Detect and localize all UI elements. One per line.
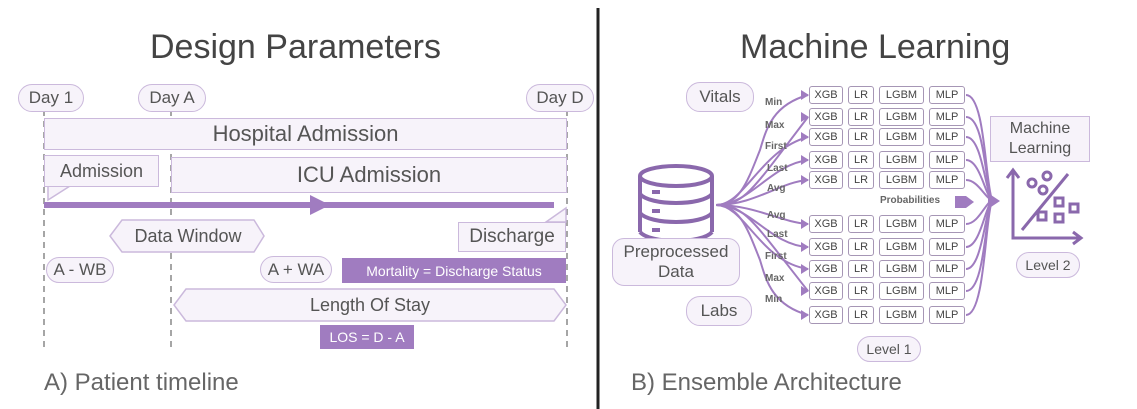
level-2-label: Level 2: [1016, 252, 1080, 278]
panel-b-caption: B) Ensemble Architecture: [631, 369, 902, 396]
model-box-mlp: MLP: [929, 215, 965, 233]
hospital-admission-bar: Hospital Admission: [44, 118, 567, 150]
preprocessed-line-1: Preprocessed: [623, 242, 729, 261]
model-box-mlp: MLP: [929, 86, 965, 104]
model-box-mlp: MLP: [929, 282, 965, 300]
panel-a-title: Design Parameters: [150, 28, 442, 66]
stat-bottom-avg: Avg: [767, 210, 786, 221]
model-box-xgb: XGB: [809, 260, 843, 278]
model-box-lr: LR: [848, 86, 874, 104]
stat-top-min: Min: [765, 97, 783, 108]
model-box-xgb: XGB: [809, 108, 843, 126]
stat-bottom-first: First: [765, 251, 787, 262]
model-box-xgb: XGB: [809, 86, 843, 104]
model-box-mlp: MLP: [929, 151, 965, 169]
model-box-lr: LR: [848, 282, 874, 300]
model-box-xgb: XGB: [809, 306, 843, 324]
labs-label: Labs: [686, 296, 752, 326]
model-box-lgbm: LGBM: [879, 306, 924, 324]
model-box-lgbm: LGBM: [879, 108, 924, 126]
model-box-lgbm: LGBM: [879, 238, 924, 256]
day-1-label: Day 1: [18, 84, 84, 112]
stat-top-avg: Avg: [767, 183, 786, 194]
model-box-lgbm: LGBM: [879, 282, 924, 300]
model-box-lgbm: LGBM: [879, 151, 924, 169]
los-formula-label: LOS = D - A: [320, 325, 414, 349]
model-box-xgb: XGB: [809, 171, 843, 189]
model-box-lr: LR: [848, 171, 874, 189]
stat-bottom-max: Max: [765, 273, 785, 284]
probabilities-label: Probabilities: [880, 195, 941, 206]
admission-callout: Admission: [44, 155, 159, 187]
model-box-mlp: MLP: [929, 260, 965, 278]
icu-admission-bar: ICU Admission: [171, 157, 567, 193]
meta-learner-line-1: Machine: [1009, 120, 1071, 137]
stat-top-last: Last: [767, 163, 788, 174]
model-box-mlp: MLP: [929, 171, 965, 189]
model-box-lgbm: LGBM: [879, 171, 924, 189]
stat-bottom-last: Last: [767, 229, 788, 240]
length-of-stay-label: Length Of Stay: [309, 295, 431, 315]
data-window-label: Data Window: [134, 226, 242, 246]
model-box-xgb: XGB: [809, 215, 843, 233]
stat-top-max: Max: [765, 120, 785, 131]
model-box-xgb: XGB: [809, 282, 843, 300]
mortality-label: Mortality = Discharge Status: [342, 258, 566, 283]
model-box-lr: LR: [848, 306, 874, 324]
model-box-mlp: MLP: [929, 238, 965, 256]
a-plus-wa-label: A + WA: [260, 256, 332, 283]
day-a-label: Day A: [138, 84, 206, 112]
a-minus-wb-label: A - WB: [46, 257, 114, 283]
model-box-lr: LR: [848, 260, 874, 278]
discharge-callout: Discharge: [458, 222, 566, 252]
model-box-xgb: XGB: [809, 128, 843, 146]
model-box-mlp: MLP: [929, 306, 965, 324]
stat-top-first: First: [765, 141, 787, 152]
day-d-label: Day D: [526, 84, 594, 112]
model-box-lr: LR: [848, 108, 874, 126]
preprocessed-data-label: Preprocessed Data: [612, 238, 740, 286]
model-box-lr: LR: [848, 151, 874, 169]
model-box-lgbm: LGBM: [879, 260, 924, 278]
model-box-lr: LR: [848, 238, 874, 256]
meta-learner-box: Machine Learning: [990, 116, 1090, 162]
model-box-xgb: XGB: [809, 238, 843, 256]
panel-a-caption: A) Patient timeline: [44, 369, 239, 396]
model-box-xgb: XGB: [809, 151, 843, 169]
model-box-lr: LR: [848, 215, 874, 233]
model-box-mlp: MLP: [929, 108, 965, 126]
panel-b-title: Machine Learning: [740, 28, 1011, 66]
stat-bottom-min: Min: [765, 294, 783, 305]
level-1-label: Level 1: [857, 336, 921, 362]
model-box-lr: LR: [848, 128, 874, 146]
vitals-label: Vitals: [686, 82, 754, 112]
meta-learner-line-2: Learning: [1008, 140, 1072, 157]
model-box-lgbm: LGBM: [879, 128, 924, 146]
model-box-mlp: MLP: [929, 128, 965, 146]
model-box-lgbm: LGBM: [879, 215, 924, 233]
model-box-lgbm: LGBM: [879, 86, 924, 104]
preprocessed-line-2: Data: [658, 262, 694, 281]
